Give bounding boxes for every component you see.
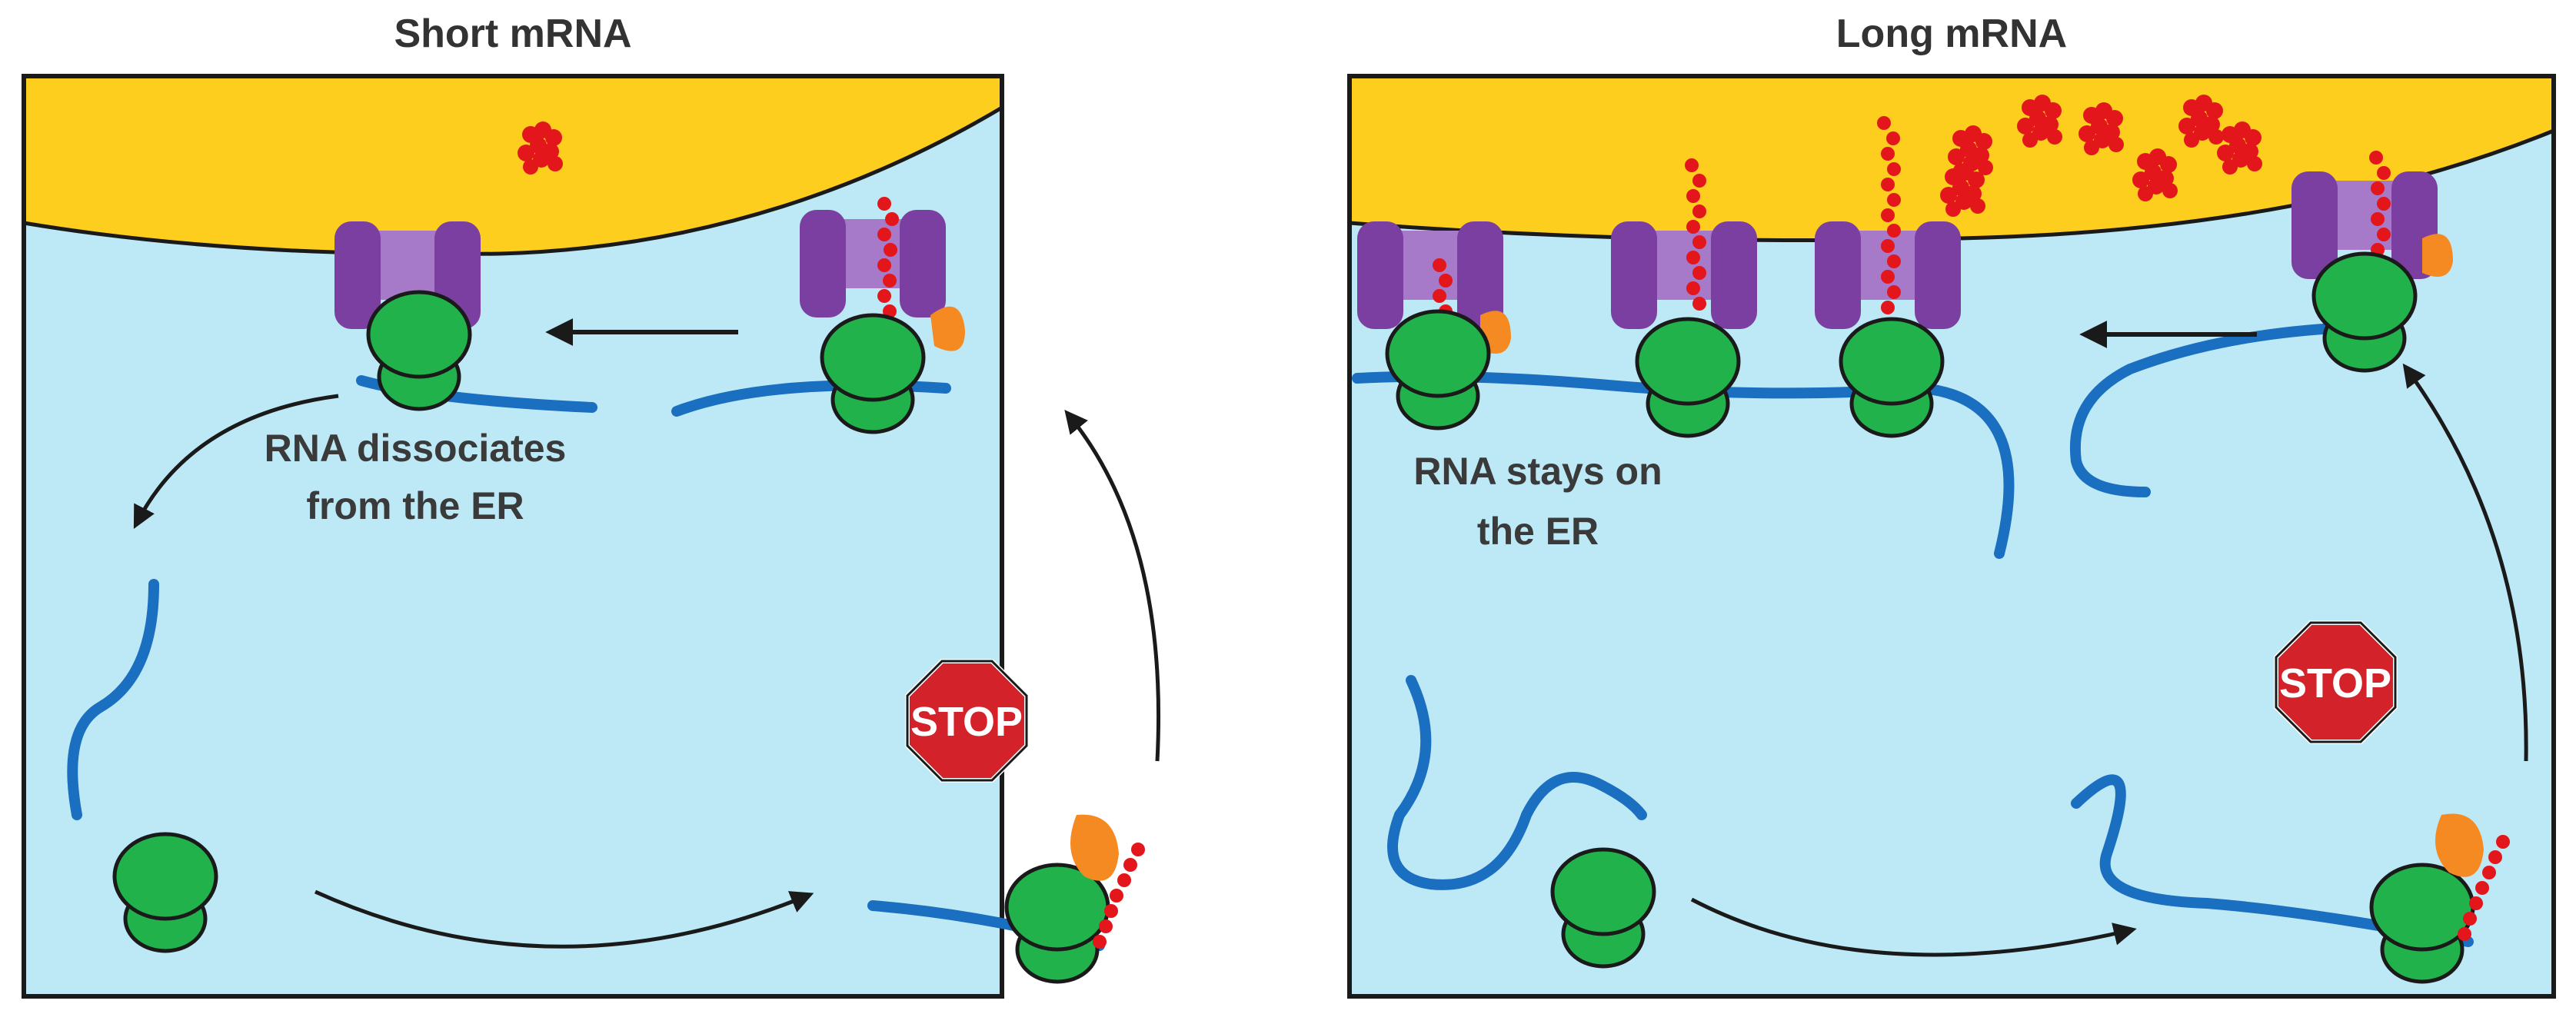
free-mrna [67, 579, 159, 820]
annotation-line1: RNA dissociates [265, 427, 567, 470]
stop-sign: STOP [905, 659, 1029, 783]
arrow-dissociate [133, 394, 339, 530]
free-mrna [1387, 675, 1647, 890]
ribosome-left-2 [822, 315, 924, 432]
long-mrna-title: Long mRNA [1835, 12, 2068, 56]
ribosome-right-4 [2314, 254, 2415, 371]
mrna-strand [2071, 774, 2474, 947]
annotation-line2: from the ER [306, 484, 524, 527]
arrow-reattach [2402, 363, 2528, 762]
mrna-strand [2069, 321, 2374, 497]
ribosome-terminating [1007, 865, 1108, 982]
stop-sign: STOP [2274, 620, 2398, 744]
left-panel: RNA dissociates from the ER STOP [22, 74, 1161, 999]
srp [1070, 814, 1119, 881]
free-ribosome [1553, 849, 1654, 966]
right-panel: RNA stays on the ER STOP [1347, 74, 2556, 999]
svg-text:STOP: STOP [910, 699, 1023, 745]
arrow-reattach [1064, 410, 1161, 762]
annotation-line1: RNA stays on [1413, 450, 1662, 493]
arrow-recycle [1690, 897, 2137, 957]
svg-text:STOP: STOP [2279, 660, 2391, 706]
arrow-recycle [314, 889, 814, 949]
ribosome-right-3 [1841, 319, 1942, 436]
srp-receptor [2422, 234, 2453, 277]
ribosome-terminating [2371, 865, 2473, 982]
annotation-line2: the ER [1477, 510, 1599, 553]
srp [2435, 813, 2484, 877]
ribosome-right-2 [1637, 319, 1739, 436]
short-mrna-title: Short mRNA [394, 12, 632, 56]
er-membrane-left [22, 74, 1004, 256]
ribosome-right-1 [1387, 311, 1489, 428]
ribosome-left-1 [368, 292, 470, 409]
srp-receptor [930, 306, 965, 351]
free-ribosome [115, 834, 216, 951]
